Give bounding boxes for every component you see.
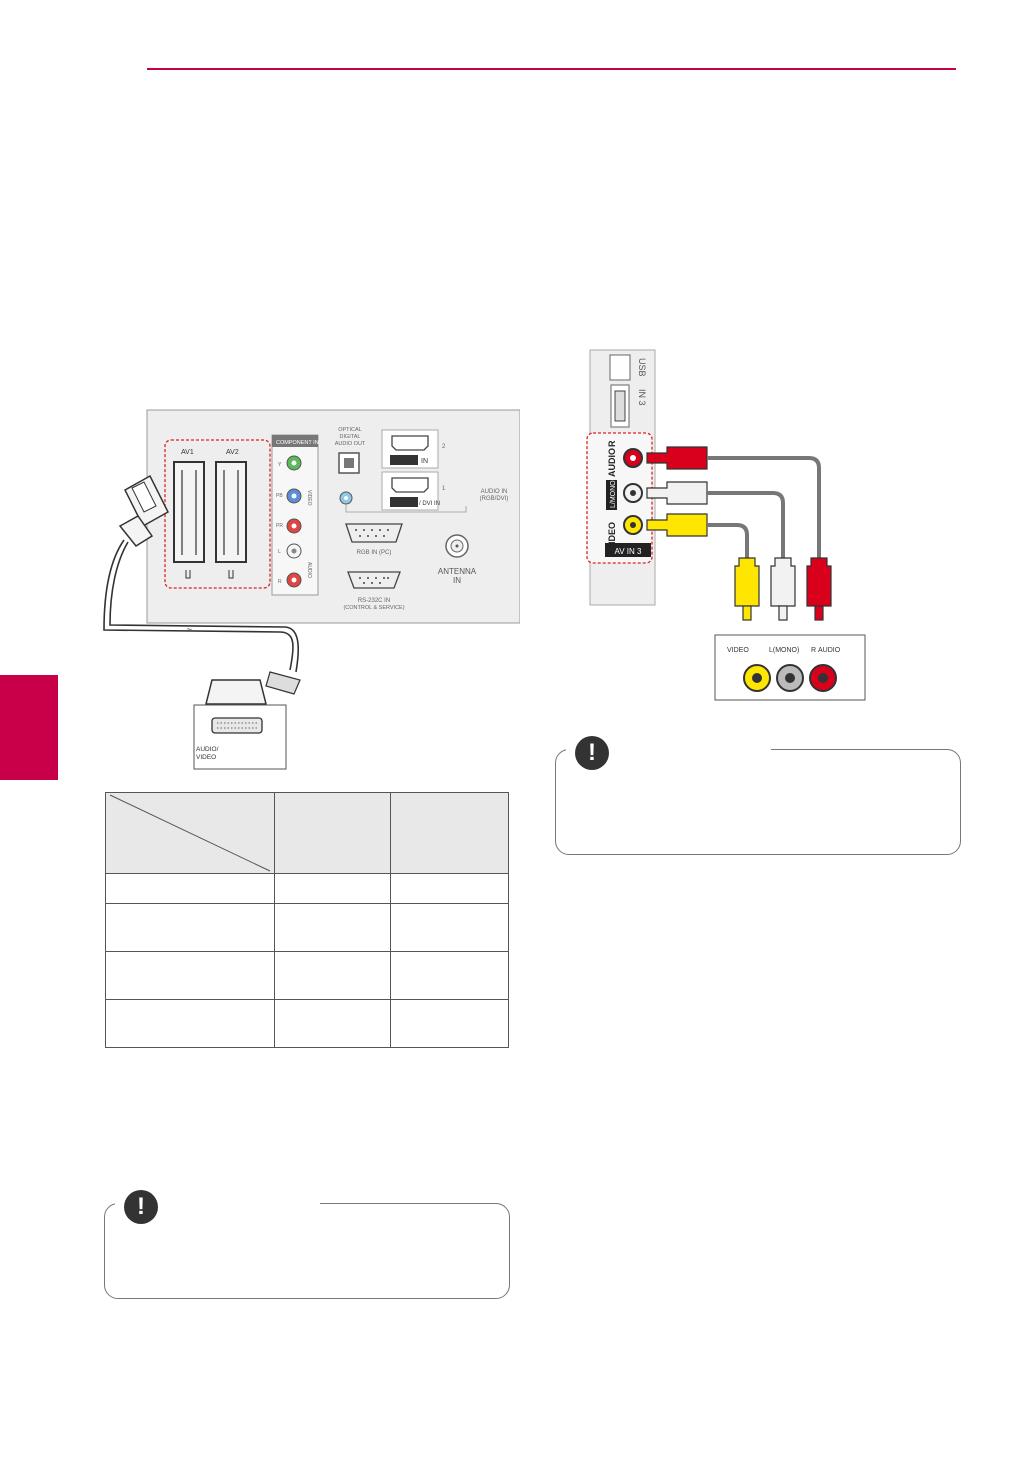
table-row [105,873,509,904]
note-title-gap [115,1194,320,1214]
table-cell [105,999,275,1048]
av-connection-diagram: USB IN 3 VIDEO L/MONO AUDIO R AV IN 3 VI… [586,349,866,701]
svg-text:2: 2 [442,444,446,450]
svg-text:IN: IN [421,458,428,465]
svg-text:IN: IN [453,576,461,585]
svg-text:AV2: AV2 [226,449,239,456]
svg-text:AV IN 3: AV IN 3 [615,547,643,556]
table-cell [105,873,275,904]
svg-text:PB: PB [276,493,283,499]
header-rule [147,68,956,70]
svg-text:AUDIO: AUDIO [607,448,617,477]
note-icon: ! [575,736,609,770]
svg-text:L: L [278,549,281,555]
diagonal-divider-icon [109,794,271,872]
table-row [105,903,509,952]
svg-text:USB: USB [637,358,647,377]
note-icon: ! [124,1190,158,1224]
svg-text:/ DVI IN: / DVI IN [419,501,440,507]
svg-text:L(MONO): L(MONO) [769,647,799,654]
scart-connection-diagram: AV1 AV2 COMPONENT IN Y PB PR L R VIDEO A… [103,409,520,770]
svg-text:AUDIO OUT: AUDIO OUT [335,441,366,447]
svg-text:OPTICAL: OPTICAL [338,427,362,433]
svg-text:Y: Y [278,462,282,468]
svg-text:1: 1 [442,486,446,492]
table-row [105,999,509,1048]
table-cell [274,951,391,1000]
table-cell [274,999,391,1048]
table-cell [390,903,509,952]
svg-text:AUDIO: AUDIO [306,562,312,578]
svg-text:DIGITAL: DIGITAL [340,434,361,440]
note-box-av [555,749,961,855]
svg-text:VIDEO: VIDEO [196,754,216,761]
svg-text:R: R [278,579,282,585]
table-cell [390,951,509,1000]
svg-text:VIDEO: VIDEO [727,647,749,654]
svg-text:COMPONENT IN: COMPONENT IN [276,440,319,446]
table-cell [105,903,275,952]
table-cell [274,873,391,904]
svg-text:VIDEO: VIDEO [306,490,312,506]
svg-text:VIDEO: VIDEO [607,522,617,550]
chapter-tab [0,675,58,780]
svg-text:RS-232C IN: RS-232C IN [358,598,390,604]
table-cell [390,999,509,1048]
svg-text:IN 3: IN 3 [637,389,647,406]
table-cell [390,873,509,904]
svg-text:AV1: AV1 [181,449,194,456]
svg-text:(CONTROL & SERVICE): (CONTROL & SERVICE) [343,605,404,611]
table-cell [105,951,275,1000]
svg-text:≈: ≈ [187,625,192,635]
svg-text:PR: PR [276,523,283,529]
note-box-scart [104,1203,510,1299]
svg-text:AUDIO/: AUDIO/ [196,746,219,753]
svg-text:ANTENNA: ANTENNA [438,567,477,576]
table-header-cell [390,792,509,874]
svg-text:R: R [811,647,816,654]
svg-text:RGB IN (PC): RGB IN (PC) [357,550,392,556]
svg-text:AUDIO: AUDIO [818,647,841,654]
table-corner-cell [105,792,275,874]
table-header-cell [274,792,391,874]
svg-text:L/MONO: L/MONO [610,480,617,508]
svg-text:R: R [607,440,617,447]
svg-text:(RGB/DVI): (RGB/DVI) [480,496,509,502]
note-title-gap [566,740,771,760]
table-header-row [105,792,509,874]
svg-text:AUDIO IN: AUDIO IN [481,489,508,495]
table-row [105,951,509,1000]
scart-signal-table [105,792,509,1048]
table-cell [274,903,391,952]
